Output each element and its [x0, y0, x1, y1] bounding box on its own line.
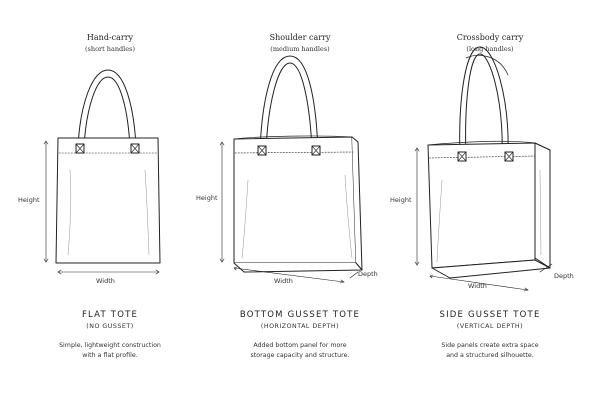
- depth-label: Depth: [358, 270, 378, 278]
- handle-left: [77, 69, 137, 148]
- width-label: Width: [274, 277, 293, 285]
- depth-arrow: [539, 263, 553, 273]
- width-arrow: [429, 275, 529, 291]
- description-line: Side panels create extra space: [441, 342, 539, 349]
- tote-description: Simple, lightweight construction with a …: [10, 341, 210, 361]
- tote-type-subtitle: (VERTICAL DEPTH): [456, 323, 524, 330]
- description-line: Simple, lightweight construction: [59, 342, 161, 349]
- flat-tote-illustration: [43, 69, 161, 275]
- flat-tote-column: Hand-carry (short handles) Height Width …: [10, 0, 210, 400]
- side-gusset: [534, 142, 551, 269]
- description-line: with a flat profile.: [82, 352, 138, 359]
- carry-subtitle: (long handles): [466, 45, 514, 53]
- gusset-bottom: [431, 259, 551, 279]
- carry-subtitle: (short handles): [85, 45, 135, 53]
- side-gusset-tote-column: Crossbody carry (long handles) Hei: [390, 0, 590, 400]
- height-label: Height: [196, 194, 218, 202]
- bag-body-front: [427, 142, 536, 269]
- description-line: and a structured silhouette.: [446, 352, 534, 359]
- bottom-gusset-tote-column: Shoulder carry (medium handles) Height W…: [196, 0, 400, 400]
- carry-subtitle: (medium handles): [270, 45, 330, 53]
- carry-title: Hand-carry: [86, 33, 134, 42]
- width-arrow: [233, 267, 345, 283]
- tote-description: Added bottom panel for more storage capa…: [200, 341, 400, 361]
- handle-right: [83, 76, 131, 148]
- tote-type-name: BOTTOM GUSSET TOTE: [239, 310, 361, 320]
- description-line: storage capacity and structure.: [250, 352, 350, 359]
- carry-title: Shoulder carry: [269, 33, 331, 42]
- hem-line: [428, 155, 536, 159]
- gusset-bottom: [233, 262, 363, 273]
- tote-type-name: FLAT TOTE: [81, 310, 139, 320]
- description-line: Added bottom panel for more: [253, 342, 347, 349]
- depth-arrow: [349, 271, 359, 279]
- height-label: Height: [390, 196, 412, 204]
- depth-label: Depth: [554, 272, 574, 280]
- handle-right: [459, 46, 509, 159]
- tote-type-subtitle: (NO GUSSET): [86, 323, 134, 330]
- width-label: Width: [468, 282, 487, 290]
- handle-left: [259, 55, 319, 151]
- tote-type-subtitle: (HORIZONTAL DEPTH): [260, 323, 340, 330]
- bottom-gusset-tote-illustration: [219, 55, 363, 284]
- hem-line: [234, 151, 354, 154]
- tote-type-name: SIDE GUSSET TOTE: [439, 310, 541, 320]
- handle-right: [265, 62, 313, 151]
- carry-title: Crossbody carry: [456, 33, 524, 42]
- width-label: Width: [96, 277, 115, 285]
- handle-left: [465, 53, 503, 159]
- side-gusset-tote-illustration: [414, 46, 553, 292]
- tote-description: Side panels create extra space and a str…: [390, 341, 590, 361]
- height-label: Height: [18, 196, 40, 204]
- bag-body: [55, 137, 161, 264]
- bag-body-front: [233, 136, 357, 264]
